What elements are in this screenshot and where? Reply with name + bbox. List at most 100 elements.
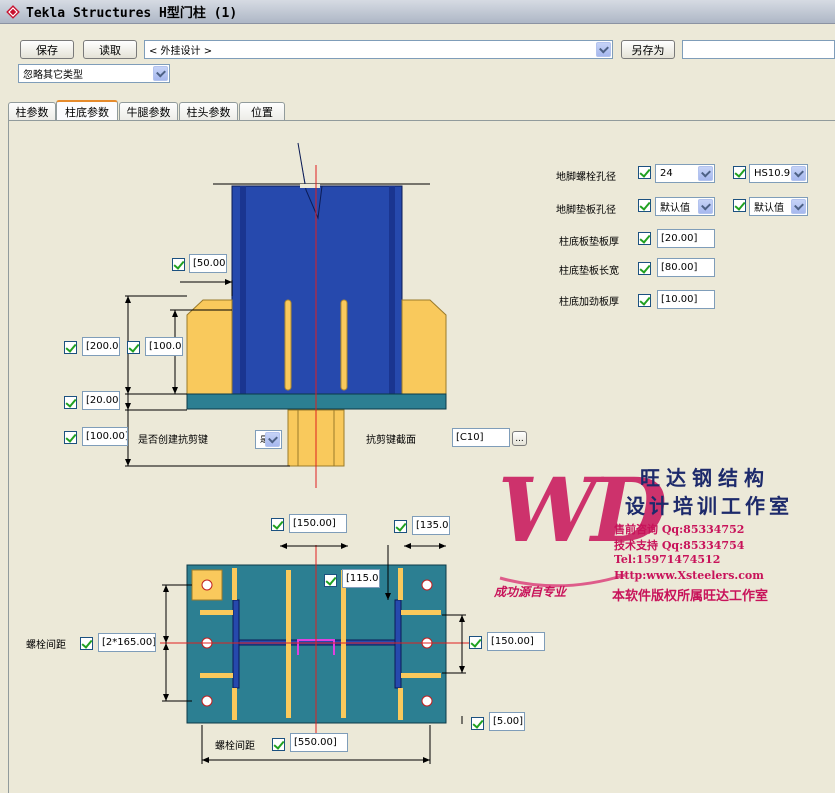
watermark-company: 旺达钢结构 xyxy=(640,466,770,490)
washer-hole-2-value: 默认值 xyxy=(754,203,784,214)
watermark-swoosh xyxy=(499,573,626,588)
chevron-down-icon[interactable] xyxy=(698,166,713,181)
stiffener-thk-input[interactable]: [10.00] xyxy=(657,290,715,309)
washer-hole-select[interactable]: 默认值 xyxy=(655,197,715,216)
plan-stiffener-6 xyxy=(341,570,346,718)
dim-inner-input[interactable]: [115.00] xyxy=(342,569,380,588)
stiffener-thk-checkbox[interactable] xyxy=(638,294,651,307)
dim-top-right-input[interactable]: [135.00] xyxy=(412,516,450,535)
plan-stiffener-2 xyxy=(232,688,237,720)
browse-button[interactable]: ... xyxy=(512,431,527,446)
base-washer-len-checkbox[interactable] xyxy=(638,262,651,275)
watermark-logo: WD xyxy=(498,458,667,562)
plan-stiffener-9 xyxy=(401,610,441,615)
load-button[interactable]: 读取 xyxy=(83,40,137,59)
bolt-hole xyxy=(201,695,213,707)
web-slot-right xyxy=(340,299,348,391)
washer-hole-checkbox[interactable] xyxy=(638,199,651,212)
dim-inner-checkbox[interactable] xyxy=(324,574,337,587)
base-washer-thk-input[interactable]: [20.00] xyxy=(657,229,715,248)
bolt-hole xyxy=(421,695,433,707)
dim-stiffener-inner-input[interactable]: [100.00] xyxy=(145,337,183,356)
washer-hole-label: 地脚垫板孔径 xyxy=(556,205,616,216)
dim-top-spacing-input[interactable]: [150.00] xyxy=(289,514,347,533)
bolt-hole-checkbox[interactable] xyxy=(638,166,651,179)
dim-right-spacing-checkbox[interactable] xyxy=(469,636,482,649)
dim-base-plate-input[interactable]: [20.00] xyxy=(82,391,120,410)
bolt-hole xyxy=(201,579,213,591)
chevron-down-icon[interactable] xyxy=(153,66,168,81)
dim-shear-key-checkbox[interactable] xyxy=(64,431,77,444)
bolt-spacing-label-left: 螺栓间距 xyxy=(26,640,66,651)
watermark-copyright: 本软件版权所属旺达工作室 xyxy=(612,589,769,604)
save-as-button[interactable]: 另存为 xyxy=(621,40,675,59)
dim-base-plate-checkbox[interactable] xyxy=(64,396,77,409)
dim-top-right-checkbox[interactable] xyxy=(394,520,407,533)
tab-column-head-params[interactable]: 柱头参数 xyxy=(179,102,238,121)
watermark-tel: Tel:15971474512 xyxy=(614,553,721,566)
plan-stiffener-7 xyxy=(200,610,233,615)
dim-bottom-input[interactable]: [550.00] xyxy=(290,733,348,752)
watermark-consult: 售前咨询 Qq:85334752 xyxy=(614,523,745,536)
bolt-hole-select[interactable]: 24 xyxy=(655,164,715,183)
chevron-down-icon[interactable] xyxy=(265,432,280,447)
column-body xyxy=(231,185,403,397)
title-bar: Tekla Structures H型门柱 (1) xyxy=(0,0,835,24)
dim-top-offset-input[interactable]: [50.00] xyxy=(189,254,227,273)
web-slot-left xyxy=(284,299,292,391)
dim-stiffener-height-input[interactable]: [200.00] xyxy=(82,337,120,356)
shear-key-create-select[interactable]: 是 xyxy=(255,430,282,449)
dim-stiffener-height-checkbox[interactable] xyxy=(64,341,77,354)
base-washer-thk-checkbox[interactable] xyxy=(638,232,651,245)
dim-shear-key-input[interactable]: [100.00] xyxy=(82,427,128,446)
base-washer-thk-label: 柱底板垫板厚 xyxy=(559,237,619,248)
stiffener-right xyxy=(401,299,447,395)
dim-top-offset-checkbox[interactable] xyxy=(172,258,185,271)
bolt-hole-label: 地脚螺栓孔径 xyxy=(556,172,616,183)
dim-bottom-checkbox[interactable] xyxy=(272,738,285,751)
dim-right-edge-input[interactable]: [5.00] xyxy=(489,712,525,731)
plan-stiffener-3 xyxy=(398,568,403,600)
dim-right-spacing-input[interactable]: [150.00] xyxy=(487,632,545,651)
chevron-down-icon[interactable] xyxy=(596,42,611,57)
plan-stiffener-4 xyxy=(398,688,403,720)
save-button[interactable]: 保存 xyxy=(20,40,74,59)
shear-key-section-label: 抗剪键截面 xyxy=(366,435,416,446)
column-flange-left xyxy=(240,186,246,396)
watermark-support: 技术支持 Qq:85334754 xyxy=(614,539,745,552)
tab-base-params[interactable]: 柱底参数 xyxy=(56,100,118,122)
bolt-spacing-left-input[interactable]: [2*165.00] xyxy=(98,633,156,652)
preset-select[interactable]: < 外挂设计 > xyxy=(144,40,613,59)
plan-stiffener-5 xyxy=(286,570,291,718)
dim-stiffener-inner-checkbox[interactable] xyxy=(127,341,140,354)
dim-right-edge-checkbox[interactable] xyxy=(471,717,484,730)
washer-hole-2-checkbox[interactable] xyxy=(733,199,746,212)
bolt-hole-value: 24 xyxy=(660,168,673,179)
bolt-grade-checkbox[interactable] xyxy=(733,166,746,179)
shear-key-create-label: 是否创建抗剪键 xyxy=(138,435,208,446)
plan-stiffener-8 xyxy=(200,673,233,678)
tab-position[interactable]: 位置 xyxy=(239,102,285,121)
washer-hole-value: 默认值 xyxy=(660,203,690,214)
chevron-down-icon[interactable] xyxy=(791,166,806,181)
bolt-grade-select[interactable]: HS10.9 xyxy=(749,164,808,183)
chevron-down-icon[interactable] xyxy=(791,199,806,214)
window-title: Tekla Structures H型门柱 (1) xyxy=(26,6,238,21)
filter-select[interactable]: 忽略其它类型 xyxy=(18,64,170,83)
bolt-hole xyxy=(421,579,433,591)
dim-top-spacing-checkbox[interactable] xyxy=(271,518,284,531)
washer-hole-2-select[interactable]: 默认值 xyxy=(749,197,808,216)
bolt-grade-value: HS10.9 xyxy=(754,168,791,179)
plan-stiffener-10 xyxy=(401,673,441,678)
stiffener-left xyxy=(186,299,233,395)
shear-key-section-input[interactable]: [C10] xyxy=(452,428,510,447)
tab-bracket-params[interactable]: 牛腿参数 xyxy=(119,102,178,121)
bolt-spacing-label-bottom: 螺栓间距 xyxy=(215,741,255,752)
base-washer-len-input[interactable]: [80.00] xyxy=(657,258,715,277)
plan-flange-right xyxy=(394,599,402,689)
tab-column-params[interactable]: 柱参数 xyxy=(8,102,56,121)
chevron-down-icon[interactable] xyxy=(698,199,713,214)
bolt-spacing-left-checkbox[interactable] xyxy=(80,637,93,650)
watermark-slogan: 成功源自专业 xyxy=(494,585,567,599)
preset-value: < 外挂设计 > xyxy=(149,46,213,57)
